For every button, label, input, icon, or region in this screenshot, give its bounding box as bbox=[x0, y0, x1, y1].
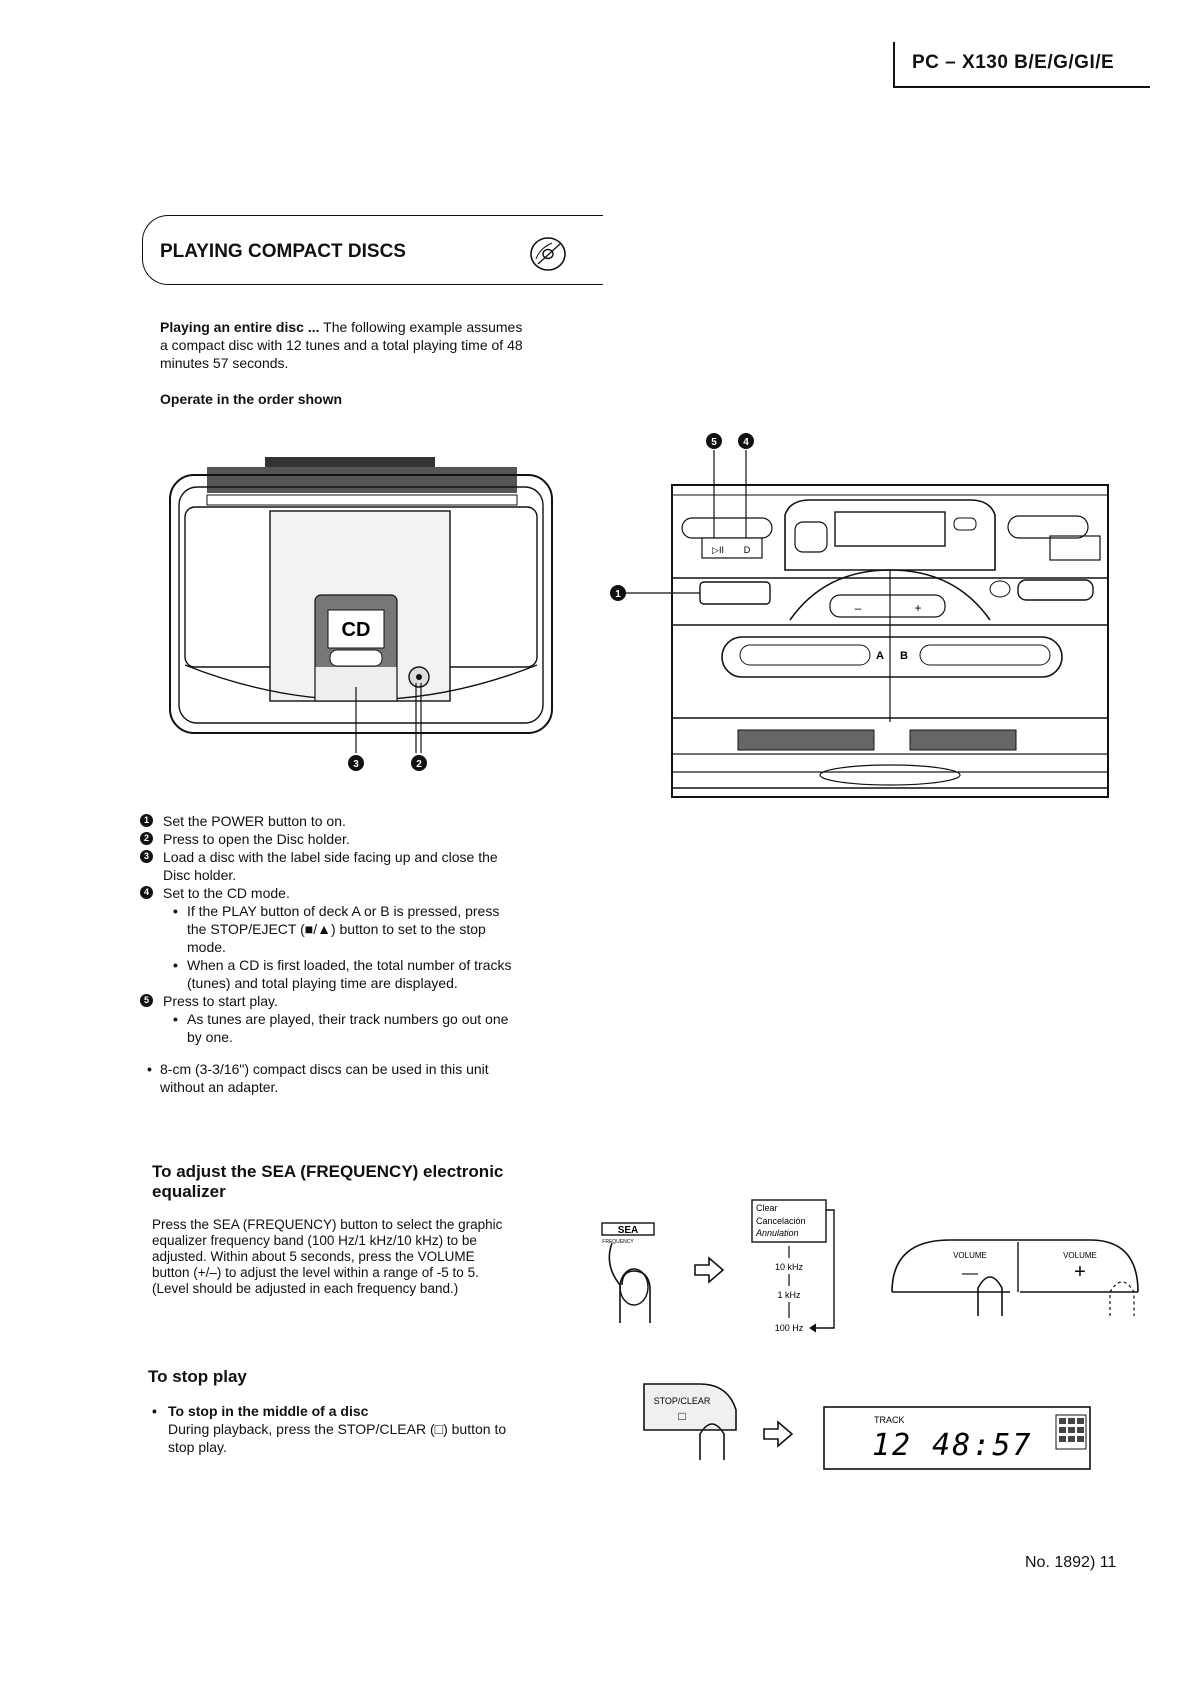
step-4-b1-line1: If the PLAY button of deck A or B is pre… bbox=[187, 903, 500, 919]
sea-frequency-label: FREQUENCY bbox=[602, 1239, 634, 1245]
sea-body-line4: button (+/–) to adjust the level within … bbox=[152, 1265, 479, 1280]
arrow-right-icon bbox=[763, 1420, 794, 1448]
step-1-number: 1 bbox=[140, 814, 153, 827]
intro-line3: minutes 57 seconds. bbox=[160, 355, 289, 371]
stop-body-line2: stop play. bbox=[168, 1439, 227, 1455]
stop-clear-label: STOP/CLEAR bbox=[654, 1396, 711, 1406]
volume-left-label: VOLUME bbox=[953, 1251, 987, 1260]
unit-front-view-figure: 5 4 ▷II D 1 – + A B bbox=[610, 433, 1109, 798]
sea-frequency-cycle-figure: Clear Cancelación Annulation 10 kHz 1 kH… bbox=[751, 1199, 835, 1333]
step-3: 3 Load a disc with the label side facing… bbox=[140, 848, 560, 884]
play-pause-button-label: ▷II bbox=[712, 545, 724, 555]
step-4-b1-line2: the STOP/EJECT (■/▲) button to set to th… bbox=[187, 921, 486, 937]
stop-bullet-title: To stop in the middle of a disc bbox=[168, 1403, 369, 1419]
step-5-number: 5 bbox=[140, 994, 153, 1007]
step-4-bullet-2: • When a CD is first loaded, the total n… bbox=[173, 957, 512, 991]
stop-heading: To stop play bbox=[148, 1367, 247, 1386]
freq-10khz: 10 kHz bbox=[775, 1262, 804, 1272]
annulation-label: Annulation bbox=[755, 1228, 799, 1238]
volume-plus-label: + bbox=[914, 601, 921, 615]
intro-line2: a compact disc with 12 tunes and a total… bbox=[160, 337, 523, 353]
page-number: No. 1892) 11 bbox=[1025, 1554, 1117, 1571]
model-number: PC – X130 B/E/G/GI/E bbox=[912, 52, 1115, 73]
step-4-b1-line3: mode. bbox=[187, 939, 226, 955]
callout-4: 4 bbox=[743, 437, 749, 448]
step-4: 4 Set to the CD mode. bbox=[140, 884, 560, 902]
callout-5: 5 bbox=[711, 437, 717, 448]
sea-body-line5: (Level should be adjusted in each freque… bbox=[152, 1281, 459, 1296]
volume-buttons-figure: VOLUME VOLUME — + bbox=[891, 1239, 1139, 1316]
model-box bbox=[893, 42, 1150, 88]
stop-bullet: • To stop in the middle of a disc During… bbox=[152, 1403, 507, 1455]
step-5-b1-line2: by one. bbox=[187, 1029, 233, 1045]
step-5-bullet-1: • As tunes are played, their track numbe… bbox=[173, 1011, 509, 1045]
step-4-bullet-1: • If the PLAY button of deck A or B is p… bbox=[173, 903, 500, 955]
note-line1: 8-cm (3-3/16") compact discs can be used… bbox=[160, 1061, 489, 1077]
sea-heading-line1: To adjust the SEA (FREQUENCY) electronic bbox=[152, 1162, 504, 1181]
step-4-b2-line1: When a CD is first loaded, the total num… bbox=[187, 957, 512, 973]
freq-100hz: 100 Hz bbox=[775, 1323, 804, 1333]
clear-label: Clear bbox=[756, 1203, 778, 1213]
note-line2: without an adapter. bbox=[160, 1079, 279, 1095]
step-3-text-2: Disc holder. bbox=[163, 867, 237, 883]
step-3-number: 3 bbox=[140, 850, 153, 863]
step-5-text: Press to start play. bbox=[163, 993, 278, 1009]
lcd-time-readout: 12 48:57 bbox=[872, 1428, 1033, 1463]
stop-body-line1: During playback, press the STOP/CLEAR (□… bbox=[168, 1421, 507, 1437]
intro-lead: Playing an entire disc ... bbox=[160, 319, 320, 335]
cd-lid-label: CD bbox=[342, 619, 371, 641]
step-1-text: Set the POWER button to on. bbox=[163, 813, 346, 829]
cd-disc-icon bbox=[530, 237, 566, 271]
volume-minus-label: – bbox=[855, 601, 862, 615]
sea-heading: To adjust the SEA (FREQUENCY) electronic… bbox=[152, 1162, 572, 1202]
step-2-number: 2 bbox=[140, 832, 153, 845]
section-title: PLAYING COMPACT DISCS bbox=[160, 241, 406, 262]
sea-body-line2: equalizer frequency band (100 Hz/1 kHz/1… bbox=[152, 1233, 477, 1248]
deck-a-label: A bbox=[876, 650, 884, 662]
intro-paragraph: Playing an entire disc ... The following… bbox=[160, 318, 580, 372]
steps-list: 1 Set the POWER button to on. 2 Press to… bbox=[140, 812, 560, 1046]
step-2-text: Press to open the Disc holder. bbox=[163, 831, 350, 847]
sea-button-label: SEA bbox=[618, 1225, 639, 1236]
adapter-note: • 8-cm (3-3/16") compact discs can be us… bbox=[147, 1061, 489, 1095]
sea-button-press-figure: SEA FREQUENCY bbox=[601, 1222, 655, 1323]
sea-heading-line2: equalizer bbox=[152, 1182, 226, 1201]
sea-body-line3: adjusted. Within about 5 seconds, press … bbox=[152, 1249, 475, 1264]
freq-1khz: 1 kHz bbox=[777, 1290, 801, 1300]
lcd-track-label: TRACK bbox=[874, 1415, 905, 1425]
callout-2: 2 bbox=[416, 759, 422, 770]
callout-1: 1 bbox=[615, 589, 621, 600]
section-frame bbox=[142, 215, 603, 285]
volume-plus-label: + bbox=[1074, 1261, 1086, 1283]
step-1: 1 Set the POWER button to on. bbox=[140, 812, 560, 830]
stop-clear-button-figure: STOP/CLEAR □ bbox=[643, 1383, 737, 1460]
intro-line1: The following example assumes bbox=[319, 319, 523, 335]
step-5: 5 Press to start play. bbox=[140, 992, 560, 1010]
operate-heading: Operate in the order shown bbox=[160, 391, 343, 407]
step-4-number: 4 bbox=[140, 886, 153, 899]
sea-body: Press the SEA (FREQUENCY) button to sele… bbox=[152, 1217, 572, 1297]
stop-square-symbol: □ bbox=[678, 1409, 685, 1423]
step-5-b1-line1: As tunes are played, their track numbers… bbox=[187, 1011, 509, 1027]
cancelacion-label: Cancelación bbox=[756, 1216, 806, 1226]
step-2: 2 Press to open the Disc holder. bbox=[140, 830, 560, 848]
deck-b-label: B bbox=[900, 650, 908, 662]
volume-right-label: VOLUME bbox=[1063, 1251, 1097, 1260]
cd-mode-button-label: D bbox=[744, 545, 751, 555]
step-4-b2-line2: (tunes) and total playing time are displ… bbox=[187, 975, 458, 991]
step-4-text: Set to the CD mode. bbox=[163, 885, 290, 901]
sea-body-line1: Press the SEA (FREQUENCY) button to sele… bbox=[152, 1217, 503, 1232]
step-3-text: Load a disc with the label side facing u… bbox=[163, 849, 498, 865]
arrow-right-icon bbox=[694, 1256, 725, 1284]
callout-3: 3 bbox=[353, 759, 359, 770]
lcd-display-figure: TRACK 12 48:57 bbox=[823, 1406, 1091, 1470]
unit-top-view-figure: CD 3 2 bbox=[169, 457, 553, 771]
volume-minus-label: — bbox=[962, 1265, 978, 1282]
